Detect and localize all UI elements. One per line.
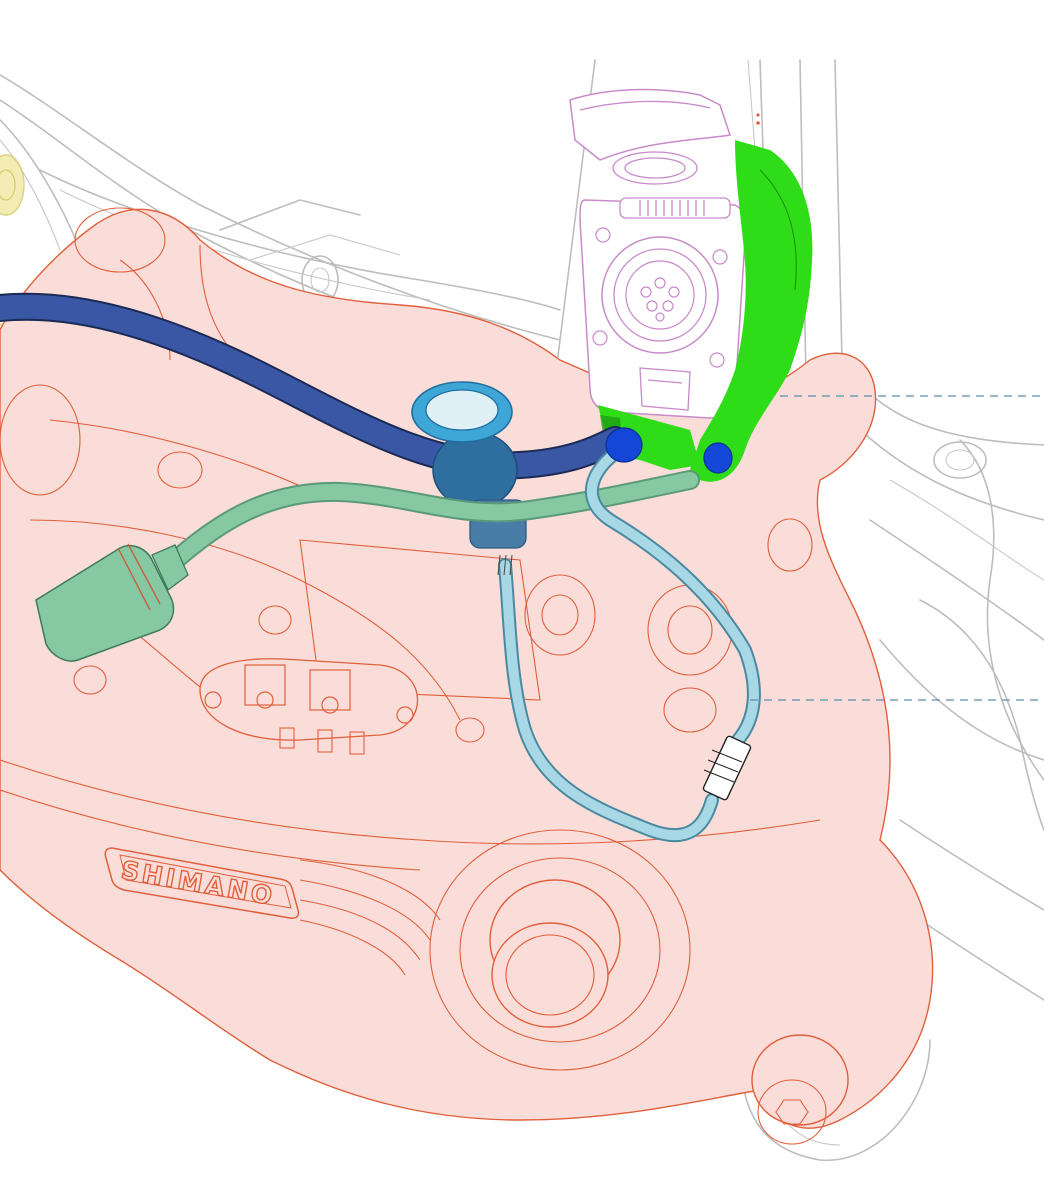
leader-lines — [750, 395, 1044, 701]
hex-bolt-icon — [775, 1099, 809, 1125]
charging-port-icon — [601, 236, 719, 354]
battery-cable — [0, 292, 629, 480]
connector-plug-icon — [605, 427, 733, 474]
display-cable — [497, 443, 761, 843]
speed-sensor-cable — [160, 470, 700, 575]
inline-connector-icon — [702, 735, 752, 801]
charging-port — [569, 88, 747, 419]
drive-unit: SHIMANO — [0, 207, 934, 1145]
sensor-icon — [35, 543, 189, 662]
bike-frame — [0, 59, 1044, 1161]
marker-dots — [756, 113, 760, 125]
motor-terminal-block — [199, 658, 418, 755]
